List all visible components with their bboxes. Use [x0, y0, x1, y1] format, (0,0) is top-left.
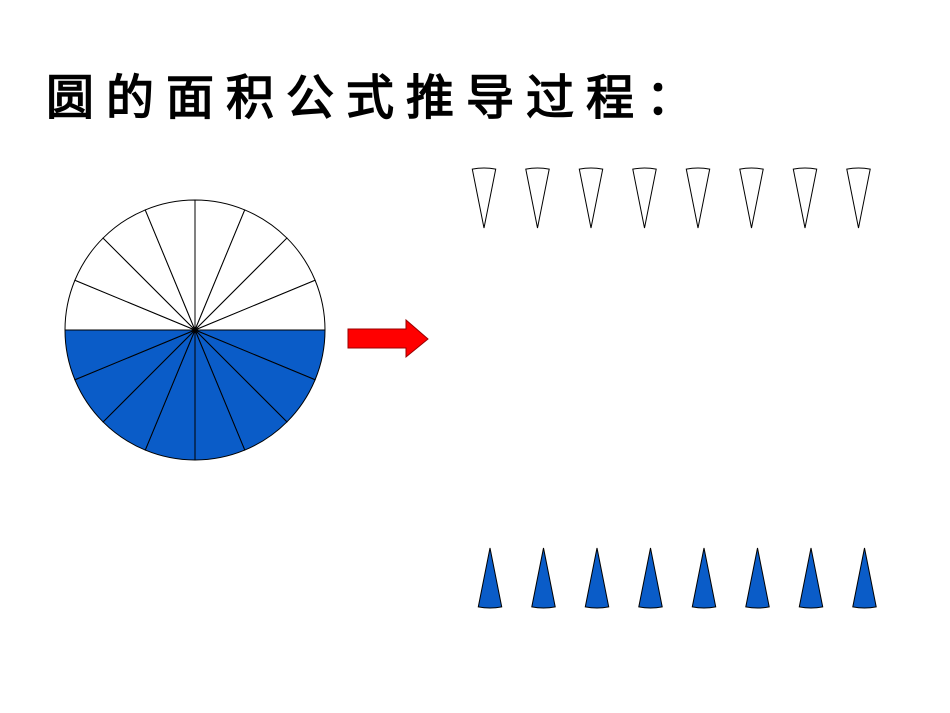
- blue-sector: [691, 547, 717, 609]
- blue-sector: [477, 547, 503, 609]
- blue-sector: [584, 547, 610, 609]
- white-sector: [578, 167, 604, 229]
- blue-sector: [852, 547, 877, 609]
- white-sector: [846, 167, 871, 229]
- page-title: 圆的面积公式推导过程：: [46, 70, 707, 126]
- right-arrow-icon: [347, 318, 429, 359]
- blue-sector: [638, 547, 663, 609]
- red-arrow-shape: [347, 318, 429, 359]
- top-row-white-sectors: [471, 167, 871, 229]
- white-sector: [792, 167, 818, 229]
- white-sector: [525, 167, 550, 229]
- circle-sector-white: [194, 279, 326, 331]
- bottom-row-blue-sectors: [477, 547, 877, 609]
- white-sector: [685, 167, 711, 229]
- white-sector: [632, 167, 657, 229]
- circle-divided-into-sectors: [64, 199, 326, 461]
- blue-sector: [798, 547, 824, 609]
- white-sector: [739, 167, 764, 229]
- blue-sector: [531, 547, 556, 609]
- blue-sector: [745, 547, 770, 609]
- white-sector: [471, 167, 497, 229]
